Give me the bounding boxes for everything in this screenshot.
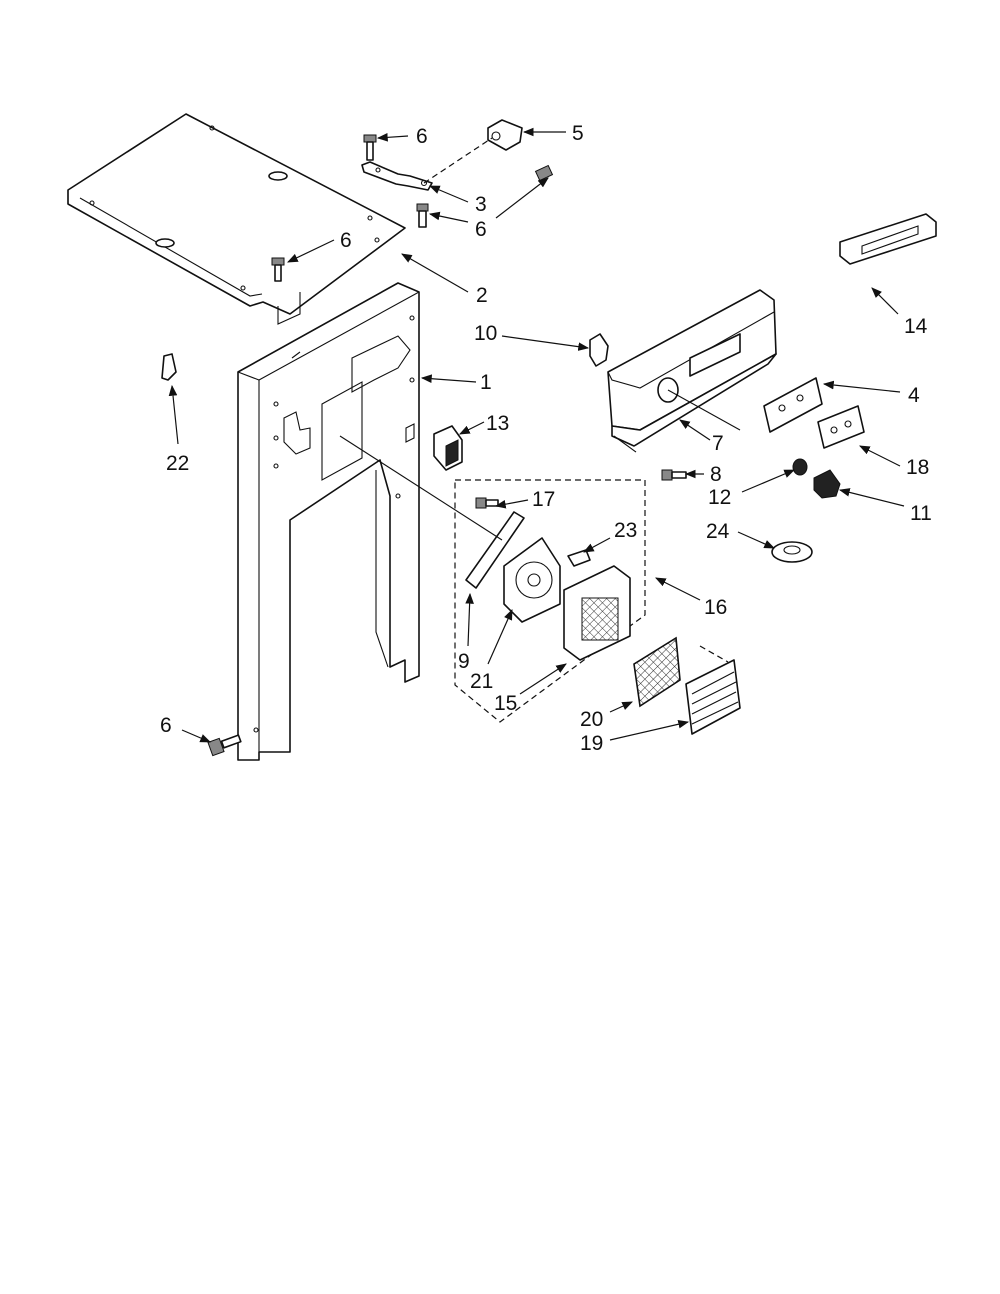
clip-22-part xyxy=(161,353,177,381)
bracket-part xyxy=(361,161,433,191)
small-switch-part xyxy=(589,333,609,367)
callout-24: 24 xyxy=(706,520,730,543)
ring-part xyxy=(771,541,813,563)
fan-assembly-group-outline xyxy=(454,479,646,723)
grille-part xyxy=(685,659,741,735)
callout-6-mid: 6 xyxy=(475,218,487,241)
fan-housing-part xyxy=(563,565,631,661)
leader-lines xyxy=(168,127,905,743)
control-panel-part xyxy=(607,289,777,453)
callout-labels: 1 2 3 4 5 6 6 6 6 7 8 9 10 11 12 13 14 1… xyxy=(160,122,932,755)
fan-part xyxy=(503,537,561,623)
overlay-plate-part xyxy=(763,377,823,433)
top-plate-part xyxy=(67,113,406,315)
callout-22: 22 xyxy=(166,452,189,475)
clip-part xyxy=(487,119,523,151)
callout-12: 12 xyxy=(708,486,731,509)
callout-6-top: 6 xyxy=(416,125,428,148)
callout-11: 11 xyxy=(910,502,932,525)
callout-1: 1 xyxy=(480,371,492,394)
callout-10: 10 xyxy=(474,322,497,345)
screw-17-part xyxy=(475,497,499,509)
callout-17: 17 xyxy=(532,488,555,511)
callout-14: 14 xyxy=(904,315,928,338)
callout-9: 9 xyxy=(458,650,470,673)
trim-part xyxy=(839,213,937,265)
callout-3: 3 xyxy=(475,193,487,216)
fan-bracket-part xyxy=(465,511,525,589)
callout-18: 18 xyxy=(906,456,929,479)
alignment-lines xyxy=(339,137,741,663)
callout-13: 13 xyxy=(486,412,509,435)
bushing-part xyxy=(792,458,808,476)
switch-part xyxy=(433,425,463,471)
switch-bracket-part xyxy=(817,405,865,449)
screw-part xyxy=(207,134,554,757)
callout-20: 20 xyxy=(580,708,603,731)
callout-2: 2 xyxy=(476,284,488,307)
callout-8: 8 xyxy=(710,463,722,486)
callout-23: 23 xyxy=(614,519,637,542)
callout-19: 19 xyxy=(580,732,603,755)
callout-16: 16 xyxy=(704,596,727,619)
knob-part xyxy=(813,469,841,499)
callout-21: 21 xyxy=(470,670,493,693)
callout-5: 5 xyxy=(572,122,584,145)
callout-6-bottom: 6 xyxy=(160,714,172,737)
frame-part xyxy=(237,282,420,761)
callout-15: 15 xyxy=(494,692,517,715)
callout-4: 4 xyxy=(908,384,920,407)
filter-part xyxy=(633,636,681,708)
screw-8-part xyxy=(661,469,687,481)
callout-6-left: 6 xyxy=(340,229,352,252)
callout-7: 7 xyxy=(712,432,724,455)
clip-23-part xyxy=(567,549,591,567)
